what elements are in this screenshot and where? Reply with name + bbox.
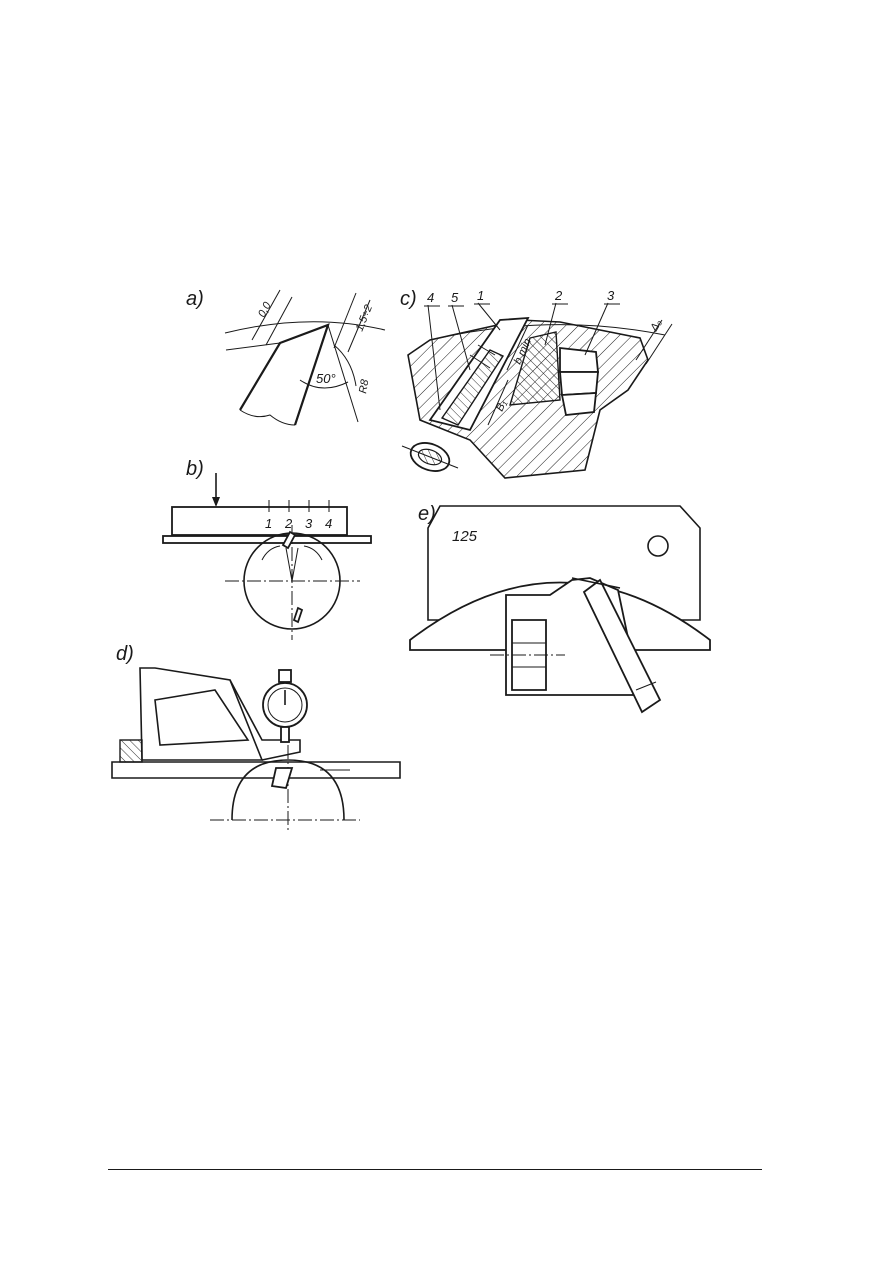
callout-5: 5 bbox=[451, 290, 459, 305]
callout-3: 3 bbox=[607, 288, 615, 303]
dim-delta: Δₒ bbox=[648, 317, 665, 334]
knife-bottom bbox=[292, 606, 304, 624]
face-line bbox=[327, 324, 359, 423]
panel-e-label: e) bbox=[418, 503, 436, 525]
position-2: 2 bbox=[284, 516, 293, 531]
panel-c-label: c) bbox=[400, 288, 417, 310]
panel-b: b) 1 2 3 4 bbox=[162, 458, 372, 640]
setting-template bbox=[427, 505, 701, 621]
angle-text: 50° bbox=[316, 371, 336, 386]
dim-line-clearance bbox=[251, 289, 281, 341]
clearance-line bbox=[225, 342, 281, 351]
dim-b1: B₁ bbox=[494, 398, 510, 413]
bolt-head-middle bbox=[559, 371, 599, 396]
knife-top bbox=[281, 530, 297, 550]
bolt-head-lower bbox=[560, 392, 598, 416]
angle-arc bbox=[299, 379, 349, 389]
panel-e: e) 125 bbox=[409, 503, 711, 714]
template-number: 125 bbox=[452, 528, 478, 545]
panel-c: c) 4 5 1 2 3 b min bbox=[400, 288, 673, 479]
dim-edge-text: 1,5÷2 bbox=[354, 303, 375, 333]
callout-4: 4 bbox=[427, 290, 434, 305]
callout-2: 2 bbox=[554, 288, 563, 303]
position-4: 4 bbox=[325, 516, 332, 531]
tool-break-line bbox=[239, 409, 296, 426]
dial-stem-top bbox=[278, 669, 292, 683]
machine-table bbox=[111, 761, 401, 779]
knife-insert bbox=[440, 349, 505, 426]
cutter-knife bbox=[270, 767, 294, 790]
cutting-circle-arc bbox=[224, 321, 386, 334]
knife-blade bbox=[582, 578, 662, 714]
panel-d-label: d) bbox=[116, 643, 134, 665]
footer-rule bbox=[108, 1169, 762, 1170]
position-1: 1 bbox=[265, 516, 272, 531]
panel-d: d) bbox=[111, 643, 401, 830]
panel-a-label: a) bbox=[186, 288, 204, 310]
position-3: 3 bbox=[305, 516, 313, 531]
panel-a: a) 0,0 1,5÷2 50° R8 bbox=[186, 288, 386, 426]
radius-arc bbox=[333, 344, 357, 387]
tool-blade bbox=[239, 323, 330, 426]
dial-spindle bbox=[280, 726, 290, 743]
template-hole bbox=[647, 535, 669, 557]
support-block bbox=[119, 739, 143, 763]
panel-b-label: b) bbox=[186, 458, 204, 480]
gauge-frame bbox=[139, 667, 264, 761]
callout-1: 1 bbox=[477, 288, 484, 303]
radius-text: R8 bbox=[357, 378, 371, 395]
gauge-block bbox=[171, 506, 348, 536]
cutter-head-half bbox=[231, 759, 345, 821]
dim-clearance-text: 0,0 bbox=[256, 299, 274, 319]
bolt-head-upper bbox=[559, 346, 599, 373]
wedge bbox=[509, 331, 561, 406]
